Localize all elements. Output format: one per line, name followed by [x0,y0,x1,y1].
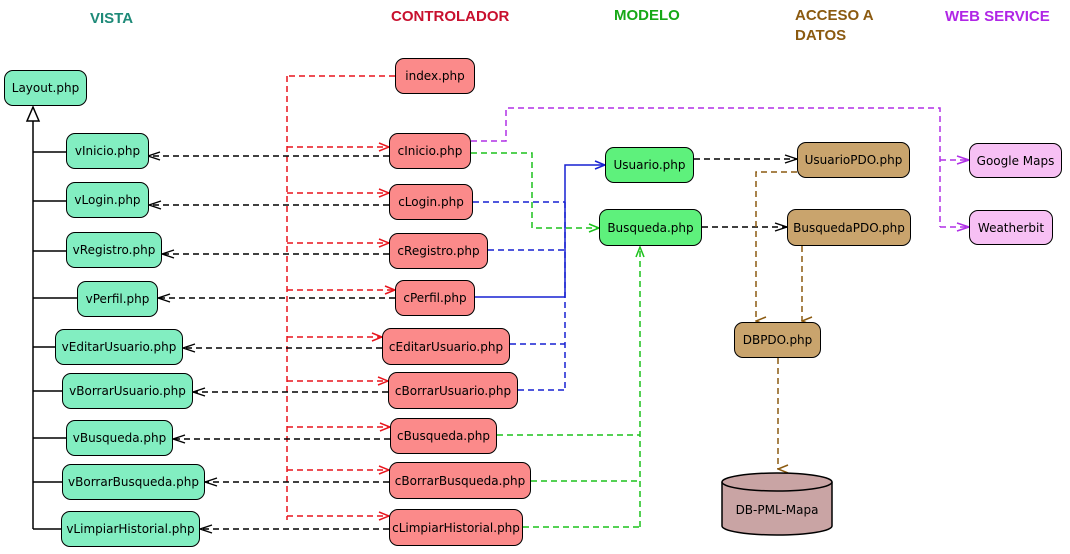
node-controller-busqueda: cBusqueda.php [390,418,497,454]
node-vista-editar-usuario: vEditarUsuario.php [55,329,183,365]
node-model-busqueda: Busqueda.php [599,209,702,246]
header-vista: VISTA [90,10,134,27]
node-vista-borrar-busqueda: vBorrarBusqueda.php [62,464,205,500]
node-google-maps: Google Maps [969,143,1062,178]
web-service-arrows [471,107,969,227]
header-acceso-line2: DATOS [795,27,847,44]
node-controller-borrar-usuario: cBorrarUsuario.php [388,372,518,409]
node-busqueda-pdo: BusquedaPDO.php [787,209,911,246]
model-data-access-arrows [694,159,797,227]
node-vista-inicio: vInicio.php [66,133,149,169]
node-vista-limpiar-historial: vLimpiarHistorial.php [61,511,200,547]
header-controlador: CONTROLADOR [391,8,510,25]
node-controller-borrar-busqueda: cBorrarBusqueda.php [389,462,531,499]
node-model-usuario: Usuario.php [605,147,694,183]
node-controller-registro: cRegistro.php [389,233,488,269]
node-controller-perfil: cPerfil.php [395,280,475,316]
node-vista-borrar-usuario: vBorrarUsuario.php [62,373,193,409]
node-layout: Layout.php [4,70,87,106]
db-access-arrows [756,171,802,469]
perfil-usuario-arrow [475,165,605,298]
database-cylinder [721,472,833,536]
node-index: index.php [395,58,475,94]
node-dbpdo: DBPDO.php [734,322,821,358]
controller-busqueda-arrows [471,152,640,528]
node-usuario-pdo: UsuarioPDO.php [797,142,910,178]
node-vista-registro: vRegistro.php [66,232,162,268]
node-vista-perfil: vPerfil.php [77,281,158,317]
database-label: DB-PML-Mapa [735,503,819,517]
header-modelo: MODELO [614,7,680,24]
controller-view-arrows [148,156,395,529]
header-web-service: WEB SERVICE [945,8,1050,25]
node-controller-limpiar-historial: cLimpiarHistorial.php [389,509,523,546]
node-controller-login: cLogin.php [389,184,473,220]
node-vista-busqueda: vBusqueda.php [66,420,173,456]
node-controller-editar-usuario: cEditarUsuario.php [382,328,510,365]
node-controller-inicio: cInicio.php [389,133,471,169]
inheritance-tree [25,105,77,530]
header-acceso-line1: ACCESO A [795,7,874,24]
node-vista-login: vLogin.php [66,182,149,218]
node-weatherbit: Weatherbit [969,210,1053,245]
index-routing-arrows [286,75,395,520]
